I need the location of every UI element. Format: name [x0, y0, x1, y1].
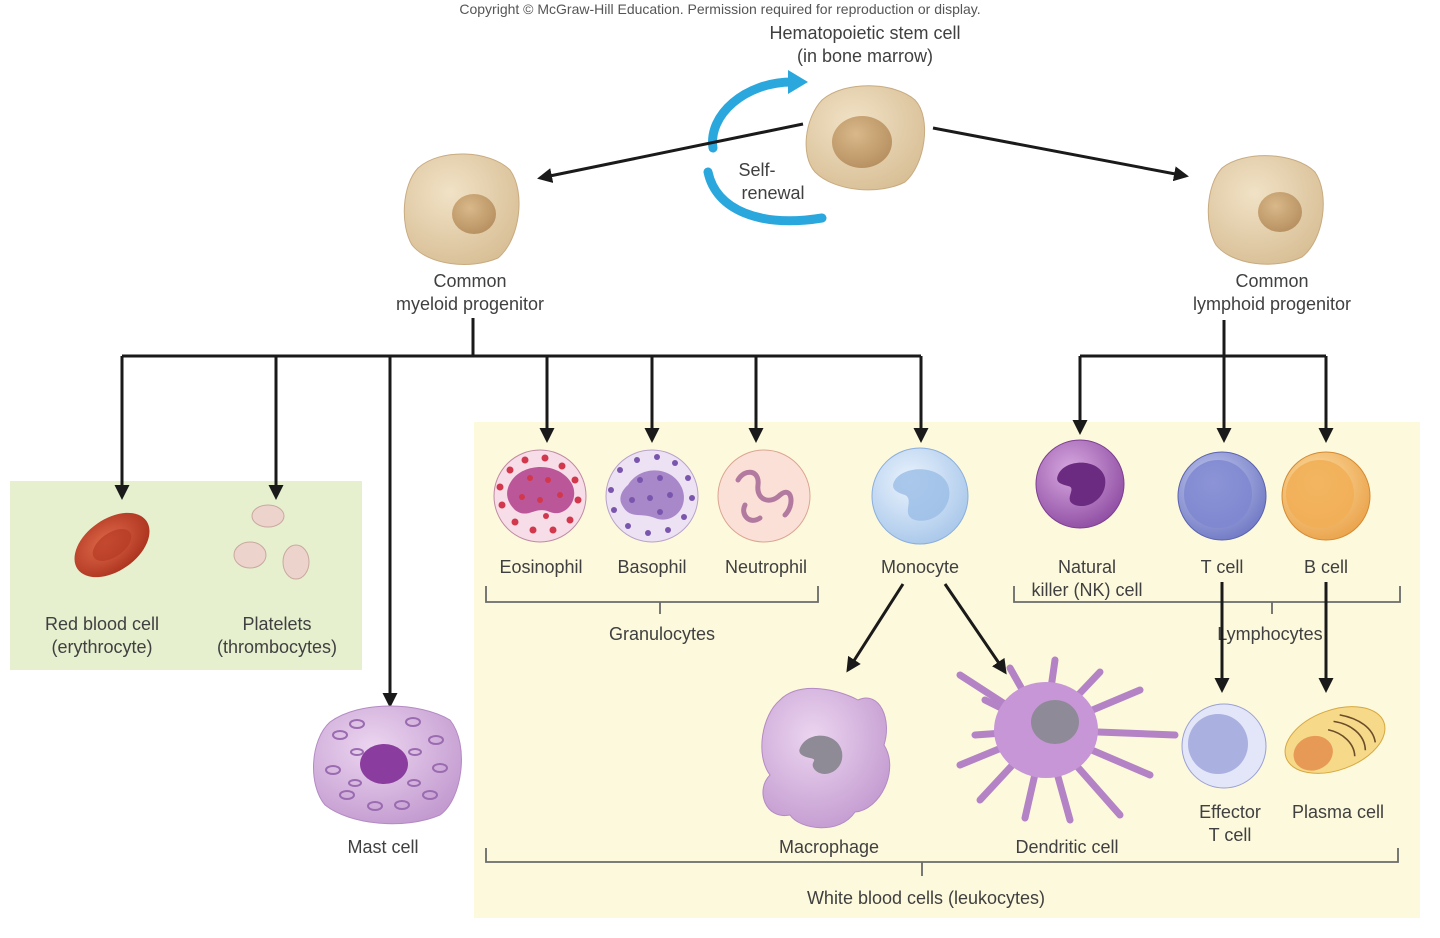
lymphoid-lineage-tree	[1072, 320, 1334, 443]
platelets-label-line2: (thrombocytes)	[217, 637, 337, 657]
macrophage-label: Macrophage	[779, 837, 879, 857]
basophil-label: Basophil	[617, 557, 686, 577]
basophil-cell	[605, 449, 699, 543]
b-cell	[1281, 451, 1371, 541]
common-lymphoid-progenitor-cell	[1207, 155, 1324, 265]
myeloid-label-line2: myeloid progenitor	[396, 294, 544, 314]
common-myeloid-progenitor-cell	[403, 153, 520, 265]
t-cell-label: T cell	[1201, 557, 1244, 577]
eosinophil-cell	[493, 449, 587, 543]
lymphocytes-bracket	[1013, 586, 1401, 614]
lymphoid-label-line1: Common	[1235, 271, 1308, 291]
stem-cell-label-line2: (in bone marrow)	[797, 46, 933, 66]
effector-t-label-line2: T cell	[1209, 825, 1252, 845]
eosinophil-label: Eosinophil	[499, 557, 582, 577]
granulocytes-label: Granulocytes	[609, 624, 715, 644]
dendritic-cell	[956, 656, 1179, 824]
arrow-to-macrophage	[846, 583, 905, 673]
self-renewal-label-line1: Self-	[738, 160, 775, 180]
dendritic-cell-label: Dendritic cell	[1015, 837, 1118, 857]
mast-cell-label: Mast cell	[347, 837, 418, 857]
neutrophil-label: Neutrophil	[725, 557, 807, 577]
plasma-cell	[1284, 706, 1386, 774]
t-cell	[1177, 451, 1267, 541]
self-renewal-arrow	[703, 70, 827, 226]
lymphoid-label-line2: lymphoid progenitor	[1193, 294, 1351, 314]
arrow-to-myeloid	[537, 122, 804, 183]
b-cell-label: B cell	[1304, 557, 1348, 577]
rbc-label-line1: Red blood cell	[45, 614, 159, 634]
stem-cell-label-line1: Hematopoietic stem cell	[769, 23, 960, 43]
plasma-cell-label: Plasma cell	[1292, 802, 1384, 822]
nk-cell-label-line1: Natural	[1058, 557, 1116, 577]
arrow-to-lymphoid	[932, 126, 1189, 182]
effector-t-label-line1: Effector	[1199, 802, 1261, 822]
monocyte-label: Monocyte	[881, 557, 959, 577]
platelets	[233, 504, 310, 580]
nk-cell	[1035, 439, 1125, 529]
macrophage-cell	[761, 687, 891, 829]
leukocytes-bracket	[485, 848, 1399, 876]
arrow-to-dendritic	[943, 583, 1007, 675]
nk-cell-label-line2: killer (NK) cell	[1031, 580, 1142, 600]
neutrophil-cell	[717, 449, 811, 543]
granulocytes-bracket	[485, 586, 819, 614]
platelets-label-line1: Platelets	[242, 614, 311, 634]
myeloid-lineage-tree	[114, 318, 929, 708]
red-blood-cell	[74, 512, 150, 578]
hematopoietic-stem-cell	[805, 85, 926, 191]
copyright-notice: Copyright © McGraw-Hill Education. Permi…	[459, 1, 980, 17]
lymphocytes-label: Lymphocytes	[1217, 624, 1322, 644]
white-blood-cells-label: White blood cells (leukocytes)	[807, 888, 1045, 908]
rbc-label-line2: (erythrocyte)	[51, 637, 152, 657]
monocyte-cell	[871, 447, 969, 545]
effector-t-cell	[1181, 703, 1267, 789]
mast-cell	[313, 705, 462, 825]
self-renewal-label-line2: renewal	[741, 183, 804, 203]
myeloid-label-line1: Common	[433, 271, 506, 291]
